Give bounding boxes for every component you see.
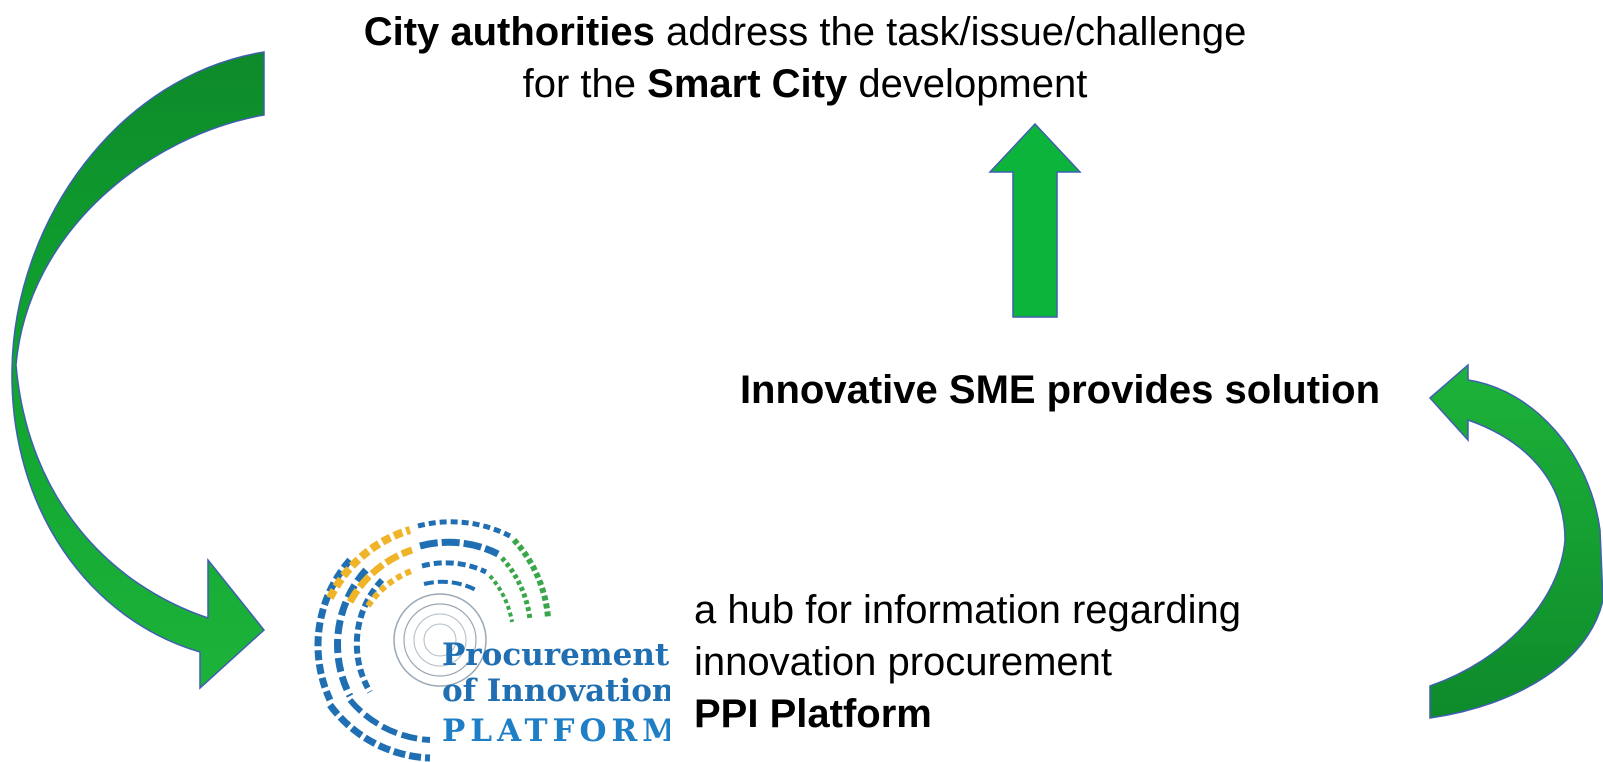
sme-statement: Innovative SME provides solution (739, 368, 1381, 412)
smart-city-label: Smart City (647, 62, 848, 106)
development-text: development (847, 62, 1088, 106)
logo-word-procurement: Procurement (442, 637, 670, 673)
logo-word-of-innovation: of Innovation (442, 673, 670, 709)
logo-word-platform: PLATFORM (442, 713, 670, 749)
city-authorities-statement: City authorities address the task/issue/… (300, 6, 1310, 110)
hub-statement: a hub for information regarding innovati… (694, 584, 1414, 740)
for-the-text: for the (522, 62, 648, 106)
ppi-platform-logo: Procurement of Innovation PLATFORM (290, 500, 670, 762)
ppi-platform-label: PPI Platform (694, 692, 932, 736)
logo-emblem (314, 519, 551, 762)
task-text: address the task/issue/challenge (654, 10, 1247, 54)
city-authorities-label: City authorities (363, 10, 655, 54)
right-curved-arrow (1428, 363, 1603, 719)
hub-line-1: a hub for information regarding (694, 588, 1241, 632)
left-curved-arrow (11, 51, 266, 690)
hub-line-2: innovation procurement (694, 640, 1113, 684)
up-arrow (988, 122, 1082, 318)
